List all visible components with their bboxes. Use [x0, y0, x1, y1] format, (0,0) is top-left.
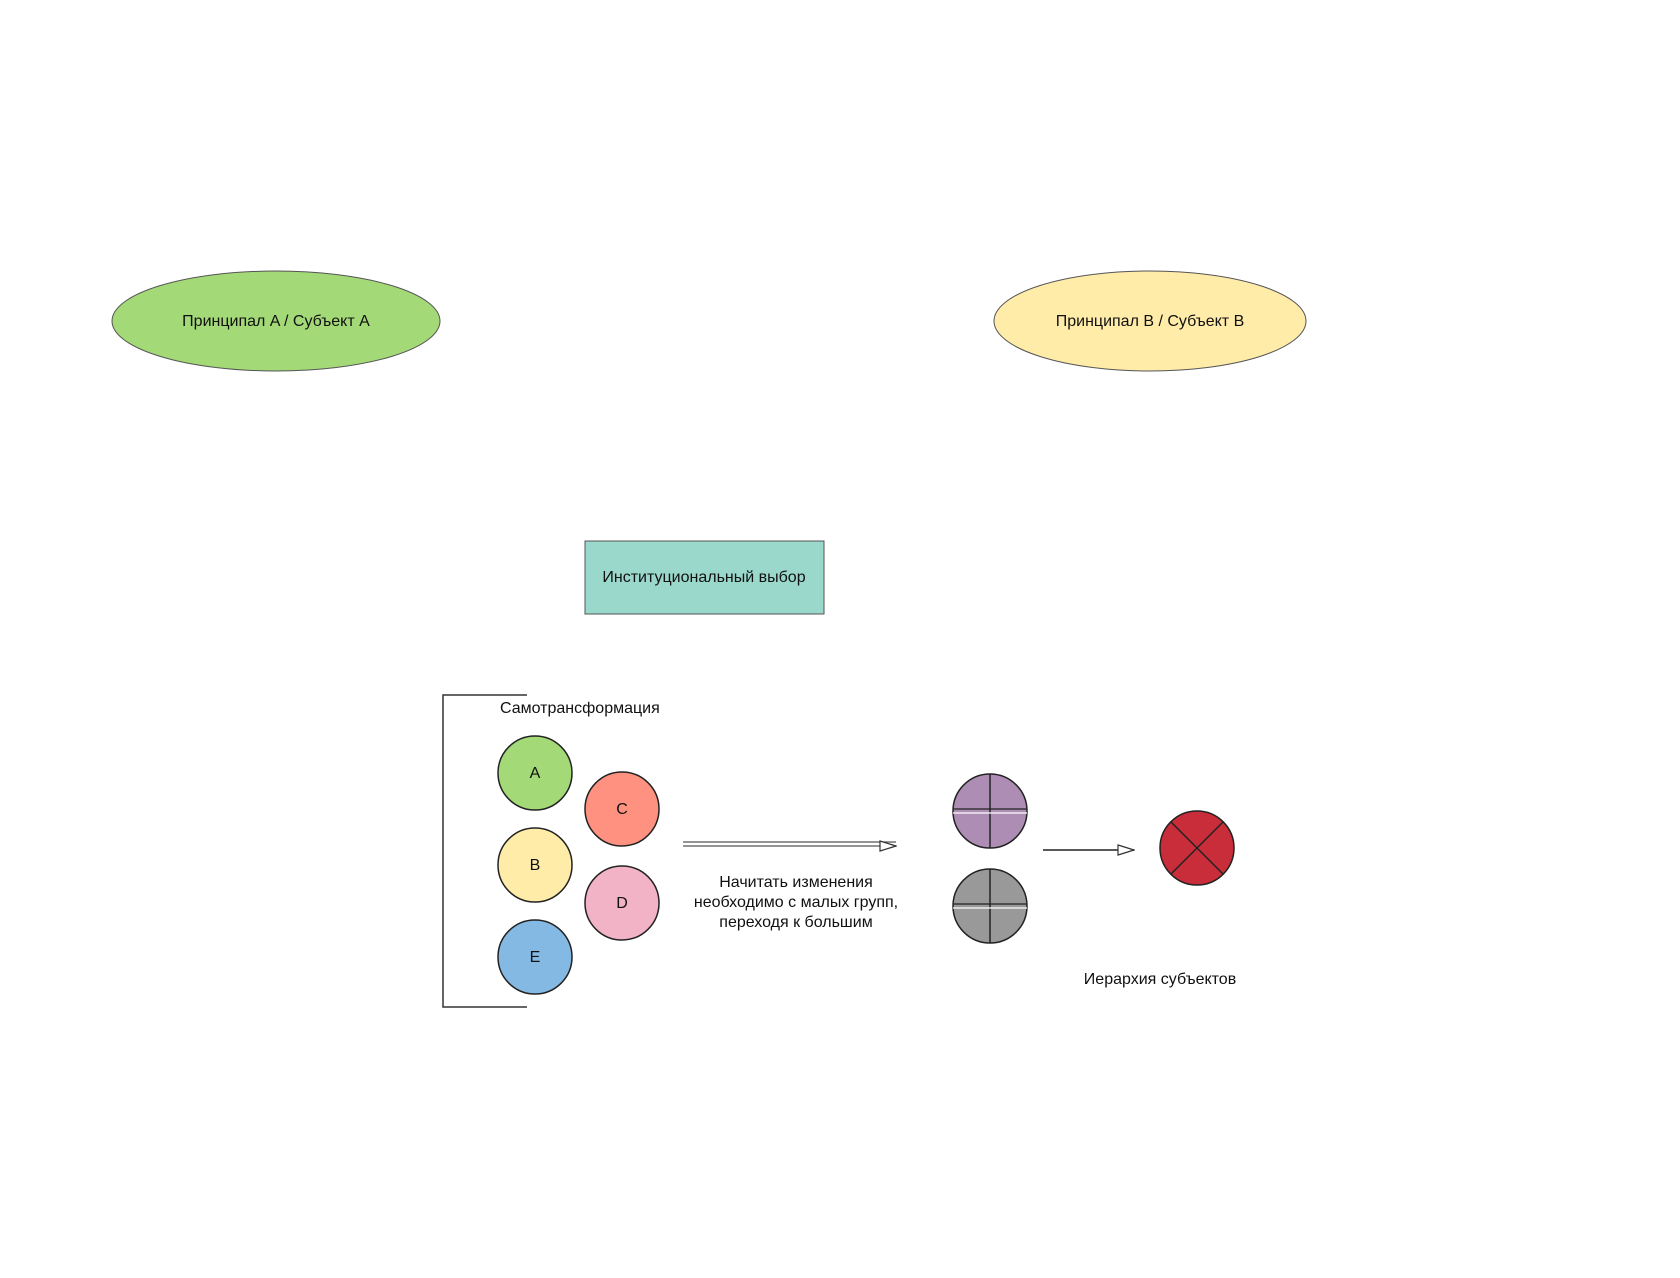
circle-e-label: E: [530, 949, 541, 966]
transition-text-line-3: переходя к большим: [719, 914, 872, 931]
transition-text-line-1: Начитать изменения: [719, 874, 873, 891]
transition-arrow[interactable]: [683, 842, 896, 846]
circle-a-label: A: [530, 765, 541, 782]
hierarchy-cross-line-2: [1170, 821, 1224, 875]
principal-b-node[interactable]: Принципал B / Субъект B: [993, 270, 1307, 372]
principal-a-shape: [111, 270, 441, 372]
circle-d-shape: [584, 865, 660, 941]
hierarchy-node[interactable]: [1159, 810, 1235, 886]
circle-e-shape: [497, 919, 573, 995]
circle-c-shape: [584, 771, 660, 847]
circle-b-label: B: [530, 857, 541, 874]
circle-a-node[interactable]: A: [497, 735, 573, 811]
merged-group-top[interactable]: [952, 773, 1028, 849]
transition-text: Начитать изменения необходимо с малых гр…: [694, 874, 898, 931]
group-bracket: [442, 694, 527, 1008]
institutional-choice-node[interactable]: Институциональный выбор: [584, 540, 825, 615]
institutional-choice-shape: [584, 540, 825, 615]
self-transformation-group: Самотрансформация A B C D E: [442, 694, 660, 1008]
circle-e-node[interactable]: E: [497, 919, 573, 995]
circle-d-node[interactable]: D: [584, 865, 660, 941]
principal-a-label: Принципал A / Субъект A: [182, 313, 370, 330]
circle-c-node[interactable]: C: [584, 771, 660, 847]
circle-d-label: D: [616, 895, 628, 912]
hierarchy-caption: Иерархия субъектов: [1084, 971, 1236, 988]
circle-b-node[interactable]: B: [497, 827, 573, 903]
group-title: Самотрансформация: [500, 700, 660, 717]
circle-a-shape: [497, 735, 573, 811]
principal-b-label: Принципал B / Субъект B: [1056, 313, 1245, 330]
circle-b-shape: [497, 827, 573, 903]
circle-c-label: C: [616, 801, 628, 818]
institutional-choice-label: Институциональный выбор: [602, 569, 805, 586]
transition-text-line-2: необходимо с малых групп,: [694, 894, 898, 911]
principal-b-shape: [993, 270, 1307, 372]
principal-a-node[interactable]: Принципал A / Субъект A: [111, 270, 441, 372]
merged-group-bottom[interactable]: [952, 868, 1028, 944]
